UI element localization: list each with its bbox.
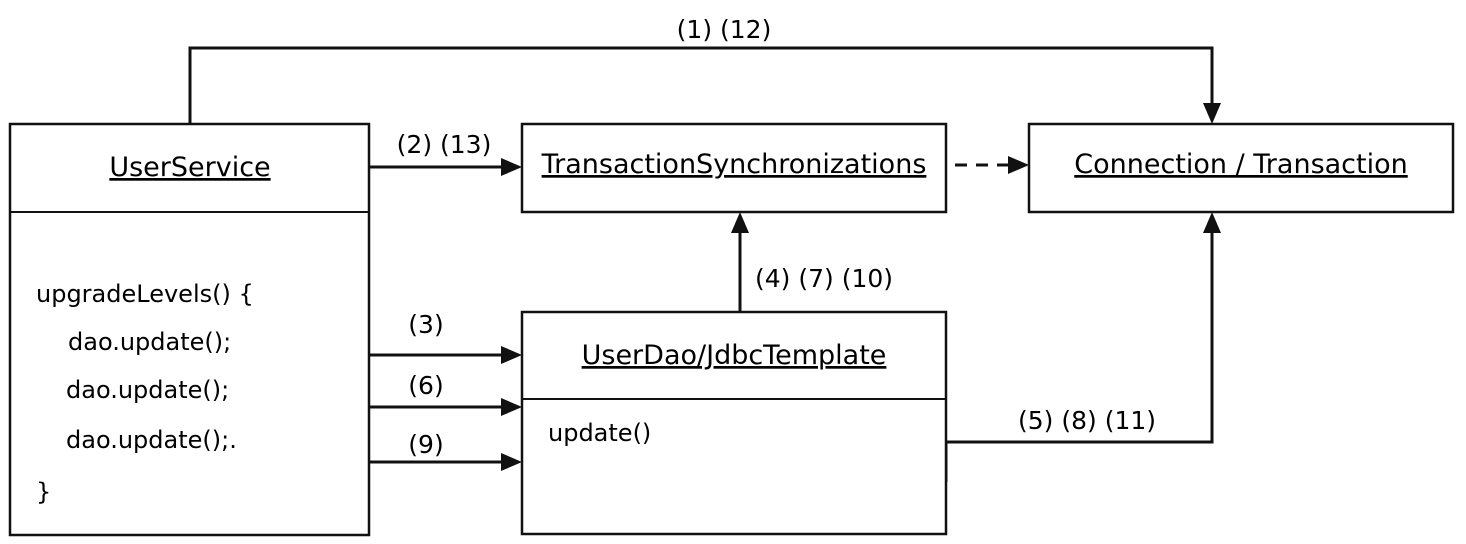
label-dao-to-sync: (4) (7) (10): [755, 264, 893, 293]
dao-method: update(): [548, 419, 651, 447]
label-dao-to-connection: (5) (8) (11): [1018, 406, 1156, 435]
code-line-3: dao.update();: [66, 376, 229, 404]
arrowhead-call-3: [501, 453, 522, 471]
edge-dao-to-connection: [946, 224, 1214, 444]
label-call-2: (6): [408, 371, 443, 400]
dao-title: UserDao/JdbcTemplate: [582, 340, 887, 371]
label-call-3: (9): [408, 430, 443, 459]
arrowhead-call-2: [501, 398, 522, 416]
dao-box: [520, 310, 948, 536]
arrowhead-dao-to-connection: [1203, 212, 1221, 233]
user-service-title: UserService: [109, 152, 270, 183]
arrowhead-service-to-connection: [1203, 103, 1221, 124]
user-service-box: [8, 122, 371, 537]
arrowhead-service-to-sync: [501, 158, 522, 176]
arrowhead-call-1: [501, 346, 522, 364]
arrowhead-dao-to-sync: [731, 212, 749, 233]
code-line-1: upgradeLevels() {: [36, 280, 254, 308]
sync-box: [520, 122, 948, 214]
code-line-2: dao.update();: [68, 328, 231, 356]
edge-service-to-connection: [188, 46, 1214, 124]
code-line-4: dao.update();.: [66, 426, 237, 454]
connection-box: [1027, 122, 1455, 214]
sync-title: TransactionSynchronizations: [541, 149, 927, 180]
label-service-to-connection: (1) (12): [677, 15, 772, 44]
label-call-1: (3): [408, 310, 443, 339]
code-line-5: }: [36, 478, 51, 506]
arrowhead-sync-to-connection: [1008, 156, 1029, 174]
connection-title: Connection / Transaction: [1074, 149, 1408, 180]
label-service-to-sync: (2) (13): [397, 130, 492, 159]
